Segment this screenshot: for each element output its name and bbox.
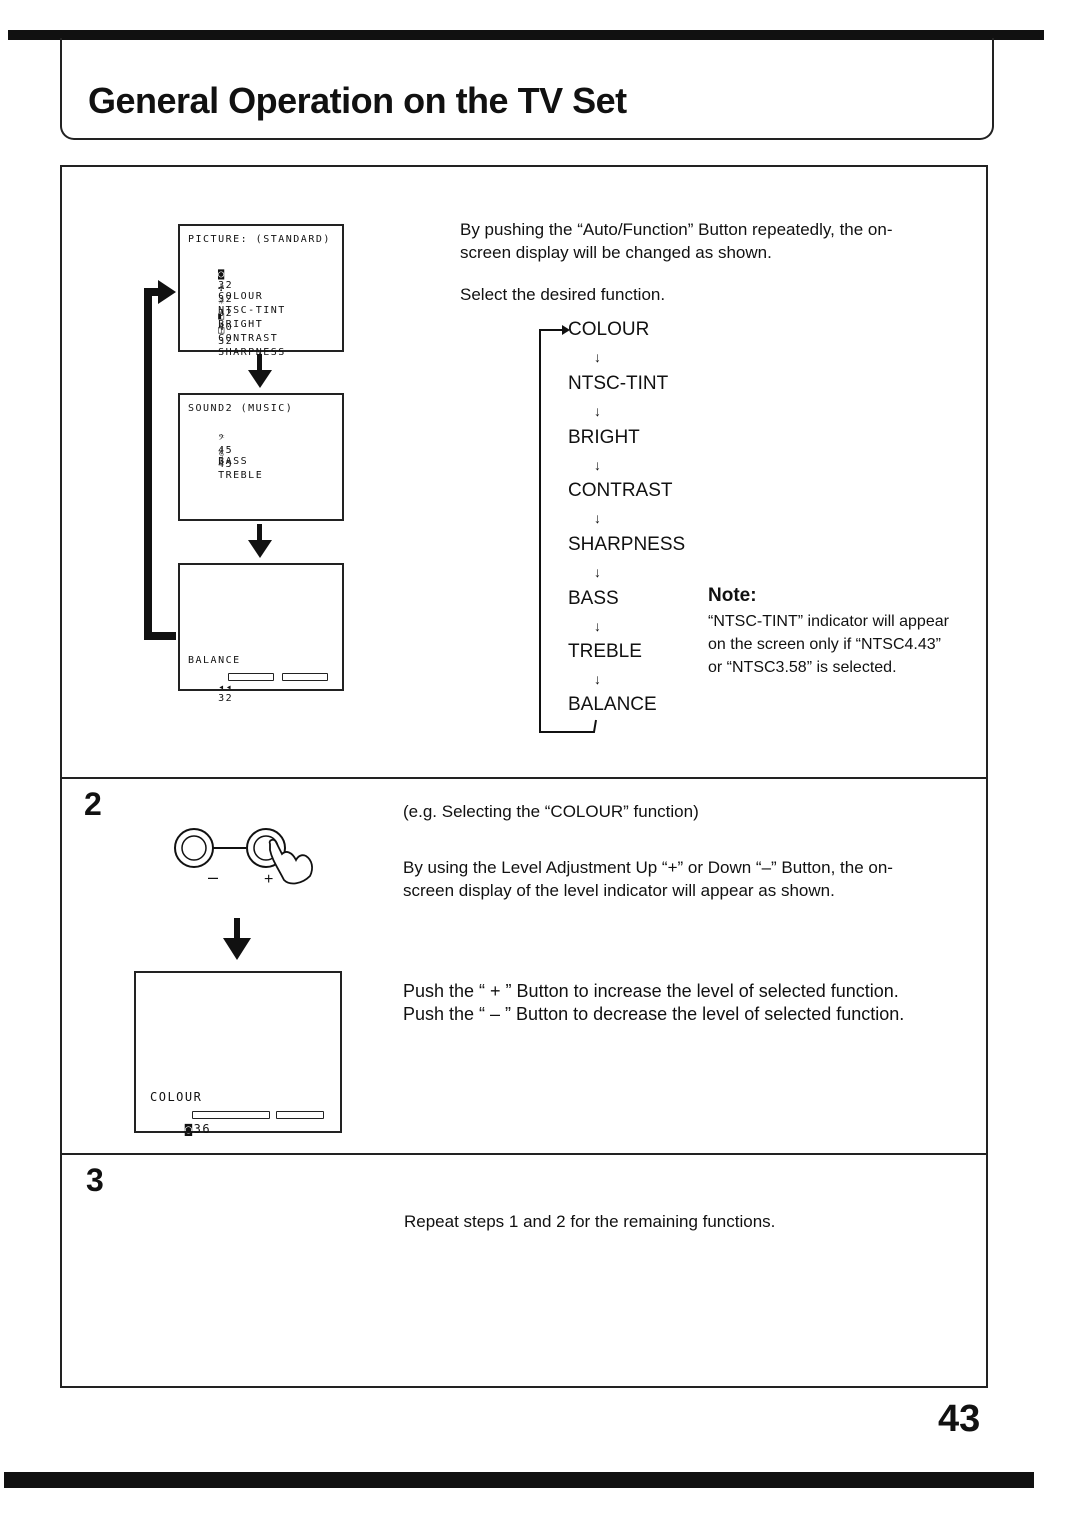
step1-intro: By pushing the “Auto/Function” Button re…	[460, 220, 893, 262]
flow-item: CONTRAST	[568, 480, 673, 501]
flow-item: SHARPNESS	[568, 534, 686, 555]
balance-icon: ◂◂	[218, 682, 234, 693]
level-bar-right	[276, 1111, 324, 1119]
tint-icon: ✣	[218, 283, 226, 294]
small-down-arrow-icon: ↓	[594, 403, 601, 419]
level-buttons-illustration	[174, 828, 313, 885]
down-arrow-icon	[223, 918, 251, 960]
contrast-icon: ◧	[218, 311, 226, 322]
flow-bracket	[539, 325, 597, 733]
step2-push-plus: Push the “ + ” Button to increase the le…	[403, 981, 899, 1001]
osd-row: 𝄢 45 BASS	[218, 434, 249, 467]
colour-icon: ◙	[184, 1122, 194, 1136]
down-arrow-icon	[248, 354, 272, 388]
step2-instruction: By using the Level Adjustment Up “+” or …	[403, 858, 893, 900]
osd-picture-header: PICTURE: (STANDARD)	[188, 234, 331, 245]
bass-icon: 𝄢	[218, 434, 227, 445]
page-title: General Operation on the TV Set	[88, 80, 627, 121]
osd-row: ◙ 32 COLOUR	[218, 269, 264, 302]
top-rule	[8, 30, 1044, 40]
section-divider	[60, 777, 988, 779]
down-arrow-icon	[248, 524, 272, 558]
page-number: 43	[938, 1398, 981, 1440]
step1-select: Select the desired function.	[460, 285, 666, 304]
note-title: Note:	[708, 585, 757, 606]
flow-item: TREBLE	[568, 641, 642, 662]
osd-balance-menu: BALANCE ◂◂ 32	[178, 563, 344, 704]
osd-balance-label: BALANCE	[188, 655, 241, 666]
level-bar-left	[192, 1111, 270, 1119]
small-down-arrow-icon: ↓	[594, 671, 601, 687]
osd-row: ◫ 32 SHARPNESS	[218, 325, 286, 358]
osd-row: ☼ 32 BRIGHT	[218, 297, 264, 330]
osd-row: ✣ 32 NTSC-TINT	[218, 283, 286, 316]
treble-icon: 𝄞	[218, 448, 226, 459]
flow-item: NTSC-TINT	[568, 373, 669, 394]
loop-back-arrow-icon	[144, 280, 176, 640]
colour-icon: ◙	[218, 269, 226, 280]
osd-sound-menu: SOUND2 (MUSIC) 𝄢 45 BASS 𝄞 45 TREBLE	[178, 393, 344, 521]
osd-picture-menu: PICTURE: (STANDARD) ◙ 32 COLOUR ✣ 32 NTS…	[178, 224, 344, 358]
step-number: 2	[84, 786, 102, 822]
flow-item: COLOUR	[568, 319, 650, 340]
minus-label: –	[208, 867, 219, 887]
plus-label: +	[264, 871, 274, 888]
flow-item: BASS	[568, 588, 619, 609]
section-divider	[60, 1153, 988, 1155]
step3-instruction: Repeat steps 1 and 2 for the remaining f…	[404, 1212, 776, 1231]
small-down-arrow-icon: ↓	[594, 457, 601, 473]
small-down-arrow-icon: ↓	[594, 618, 601, 634]
small-down-arrow-icon: ↓	[594, 564, 601, 580]
flow-item: BALANCE	[568, 694, 657, 715]
step2-example: (e.g. Selecting the “COLOUR” function)	[403, 802, 699, 821]
small-down-arrow-icon: ↓	[594, 510, 601, 526]
osd-colour-level: COLOUR ◙36	[134, 971, 342, 1136]
osd-colour-label: COLOUR	[150, 1090, 203, 1104]
small-down-arrow-icon: ↓	[594, 349, 601, 365]
flow-item: BRIGHT	[568, 427, 640, 448]
osd-row: 𝄞 45 TREBLE	[218, 448, 264, 481]
osd-sound-header: SOUND2 (MUSIC)	[188, 403, 294, 414]
bright-icon: ☼	[218, 297, 226, 308]
title-box	[60, 38, 994, 140]
osd-row: ◧ 40 CONTRAST	[218, 311, 279, 344]
bottom-rule	[4, 1472, 1034, 1488]
level-bar-left	[228, 673, 274, 681]
note-text: “NTSC-TINT” indicator will appear on the…	[708, 613, 949, 676]
sharpness-icon: ◫	[218, 325, 226, 336]
step2-push-minus: Push the “ – ” Button to decrease the le…	[403, 1004, 905, 1024]
content-frame	[60, 165, 988, 1388]
step-number: 3	[86, 1162, 104, 1198]
osd-row: ◙36	[184, 1122, 212, 1136]
level-bar-right	[282, 673, 328, 681]
osd-row: ◂◂ 32	[218, 682, 234, 704]
